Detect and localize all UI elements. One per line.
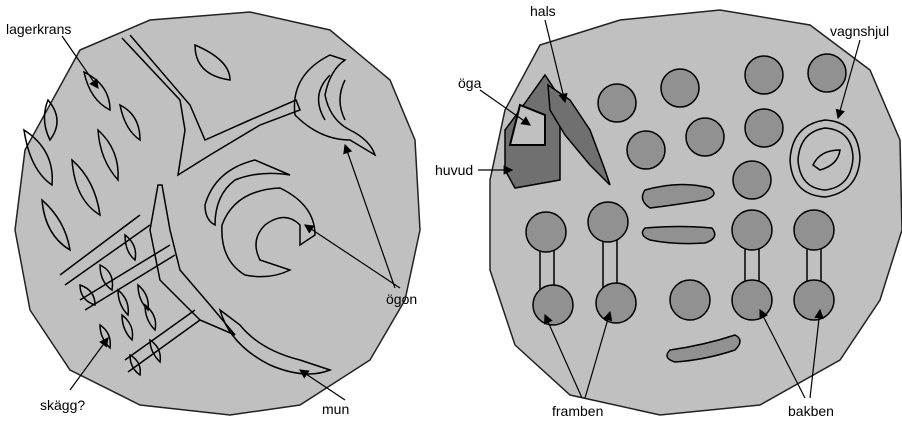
arrow-ogon-1 <box>343 143 396 289</box>
arrow-ogon-2 <box>303 224 401 289</box>
legs <box>525 201 835 326</box>
label-hals: hals <box>530 3 556 19</box>
label-bakben: bakben <box>788 403 834 419</box>
arrow-hals <box>544 19 568 104</box>
arrow-framben-2 <box>584 310 613 399</box>
circles <box>597 53 847 321</box>
arrows <box>61 19 861 401</box>
right-disc <box>489 9 902 416</box>
label-oga: öga <box>458 75 482 91</box>
label-skagg: skägg? <box>40 397 85 413</box>
arrow-skagg <box>69 337 109 391</box>
arrow-lagerkrans <box>61 35 99 89</box>
label-vagnshjul: vagnshjul <box>830 23 889 39</box>
label-huvud: huvud <box>435 162 473 178</box>
blobs <box>641 183 741 363</box>
lagerkrans-leaves <box>23 43 231 252</box>
arrow-oga <box>479 89 531 126</box>
left-disc <box>14 11 421 416</box>
label-mun: mun <box>322 401 349 417</box>
arrow-bakben-2 <box>809 308 824 399</box>
branch-shape <box>121 34 301 177</box>
skagg-lines <box>59 214 201 377</box>
arrow-framben-1 <box>544 313 583 399</box>
label-ogon: ögon <box>386 291 417 307</box>
ogon-shapes <box>204 54 377 278</box>
label-framben: framben <box>552 403 603 419</box>
arrow-vagnshjul <box>835 39 861 120</box>
mun-shape <box>218 308 333 375</box>
label-lagerkrans: lagerkrans <box>6 21 71 37</box>
arrow-mun <box>299 369 346 401</box>
arrow-bakben-1 <box>759 308 806 399</box>
hals-shape <box>547 83 611 186</box>
vagnshjul-shape <box>789 119 861 198</box>
